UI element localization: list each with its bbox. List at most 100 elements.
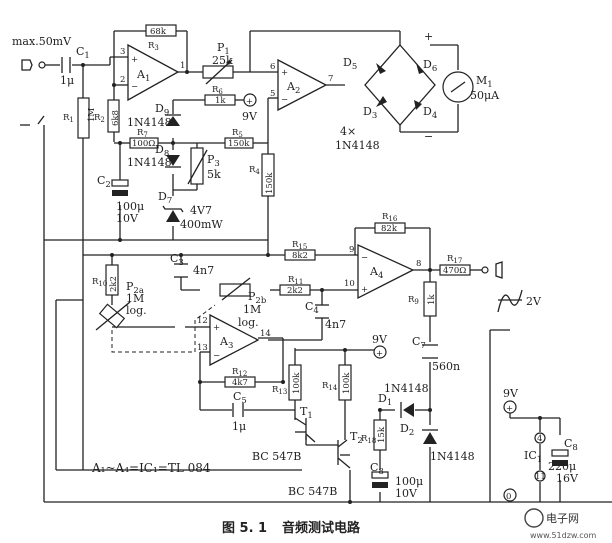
- svg-text:8: 8: [416, 259, 421, 269]
- svg-text:log.: log.: [126, 304, 147, 317]
- resistor-r10: 2k2 R10: [92, 264, 119, 296]
- svg-text:6: 6: [270, 62, 275, 72]
- svg-text:100μ: 100μ: [116, 200, 144, 213]
- resistor-r12: 4k7 R12: [224, 367, 256, 388]
- svg-text:6k8: 6k8: [111, 110, 121, 126]
- svg-text:R5: R5: [232, 128, 243, 139]
- svg-text:+: +: [506, 404, 513, 414]
- svg-text:R15: R15: [292, 240, 307, 251]
- svg-text:1N4148: 1N4148: [127, 156, 172, 169]
- svg-text:R10: R10: [92, 277, 107, 288]
- cap-c5: C5 1μ: [232, 390, 247, 433]
- junction-dots: [81, 63, 542, 504]
- svg-text:+: +: [131, 55, 138, 65]
- svg-text:R1: R1: [63, 113, 74, 124]
- svg-text:1N4148: 1N4148: [127, 116, 172, 129]
- svg-text:100k: 100k: [292, 372, 302, 394]
- svg-text:A4: A4: [369, 265, 383, 281]
- svg-text:−: −: [361, 253, 368, 263]
- svg-text:1N4148: 1N4148: [430, 450, 475, 463]
- svg-text:T1: T1: [300, 405, 313, 421]
- svg-text:100μ: 100μ: [395, 475, 423, 488]
- svg-text:470Ω: 470Ω: [443, 266, 466, 276]
- figure-caption-number: 图 5. 1: [222, 521, 267, 536]
- pot-p2a: P2a 1M log.: [95, 280, 147, 331]
- svg-text:C8: C8: [564, 437, 578, 453]
- svg-text:P2b: P2b: [248, 290, 267, 306]
- svg-text:A3: A3: [219, 335, 233, 351]
- svg-text:−: −: [281, 95, 288, 105]
- svg-text:R6: R6: [212, 85, 223, 96]
- svg-text:电子网: 电子网: [546, 512, 579, 525]
- svg-text:A2: A2: [286, 80, 300, 96]
- svg-text:P3: P3: [207, 153, 220, 169]
- svg-text:11: 11: [535, 472, 546, 482]
- svg-text:220μ: 220μ: [548, 460, 576, 473]
- svg-text:A1: A1: [136, 68, 150, 84]
- cap-c1: C1 1μ: [60, 45, 90, 87]
- svg-text:4V7: 4V7: [190, 204, 212, 217]
- opamp-a4: A4 − + 9 10 8: [344, 243, 421, 300]
- svg-text:14: 14: [260, 329, 271, 339]
- svg-text:D2: D2: [400, 422, 414, 438]
- svg-text:2V: 2V: [526, 295, 542, 308]
- supply-9v-mid: + 9V: [372, 333, 388, 359]
- resistor-r7: 100Ω R7: [129, 128, 159, 149]
- svg-text:9V: 9V: [372, 333, 388, 346]
- diode-bridge: D5 D6 D3 D4 4× 1N4148: [335, 44, 437, 152]
- transistor-t2: T2 BC 547B: [288, 430, 363, 498]
- svg-text:3: 3: [120, 47, 125, 57]
- svg-text:560n: 560n: [432, 360, 460, 373]
- resistor-r11: 2k2 R11: [279, 275, 311, 296]
- cap-c3: C3 4n7: [170, 252, 214, 278]
- svg-text:P1: P1: [217, 41, 230, 57]
- transistor-t1: T1 BC 547B: [252, 405, 316, 463]
- svg-text:1: 1: [180, 61, 185, 71]
- svg-text:R4: R4: [249, 165, 260, 176]
- svg-text:12: 12: [197, 316, 208, 326]
- cap-c7: C7 560n: [412, 335, 460, 373]
- svg-text:16V: 16V: [556, 472, 579, 485]
- svg-text:C7: C7: [412, 335, 426, 351]
- resistor-r15: 8k2 R15: [284, 240, 316, 261]
- svg-text:50μA: 50μA: [470, 89, 500, 102]
- svg-text:150k: 150k: [265, 172, 275, 194]
- svg-text:D7: D7: [158, 190, 172, 206]
- svg-text:9V: 9V: [503, 387, 519, 400]
- svg-text:150k: 150k: [228, 139, 250, 149]
- svg-text:+: +: [361, 285, 368, 295]
- svg-text:−: −: [424, 130, 433, 143]
- svg-text:+: +: [246, 97, 253, 107]
- supply-9v-top: + 9V: [242, 93, 258, 123]
- svg-text:9V: 9V: [242, 110, 258, 123]
- resistor-r4: 150k R4: [249, 153, 275, 197]
- svg-text:4n7: 4n7: [325, 318, 346, 331]
- svg-text:+: +: [424, 30, 433, 43]
- svg-text:R12: R12: [232, 367, 247, 378]
- svg-text:C1: C1: [76, 45, 90, 61]
- pot-p3: P3 5k: [187, 147, 221, 185]
- svg-text:IC1: IC1: [524, 449, 542, 465]
- cap-c2: C2 100μ 10V: [97, 174, 144, 225]
- svg-text:82k: 82k: [381, 224, 398, 234]
- resistor-r9: 1k R9: [408, 281, 437, 317]
- resistor-r16: 82k R16: [374, 212, 406, 234]
- output-connector: 2V: [481, 261, 542, 313]
- supply-ic1: + 9V 4 11 IC1 0: [503, 387, 546, 502]
- svg-text:log.: log.: [238, 316, 259, 329]
- svg-text:R2: R2: [94, 113, 105, 124]
- svg-text:D1: D1: [378, 392, 392, 408]
- svg-text:1M: 1M: [87, 108, 97, 122]
- watermark-logo: 电子网 www.51dzw.com: [524, 508, 597, 540]
- svg-text:P2a: P2a: [126, 280, 144, 296]
- svg-text:2k2: 2k2: [109, 276, 119, 292]
- svg-text:+: +: [281, 68, 288, 78]
- svg-text:5k: 5k: [207, 168, 221, 181]
- svg-text:C5: C5: [233, 390, 247, 406]
- svg-text:1M: 1M: [126, 292, 144, 305]
- resistor-r14: 100k R14: [322, 364, 352, 401]
- svg-text:R13: R13: [272, 385, 287, 396]
- svg-text:C8: C8: [370, 461, 384, 477]
- svg-text:4×: 4×: [340, 125, 356, 138]
